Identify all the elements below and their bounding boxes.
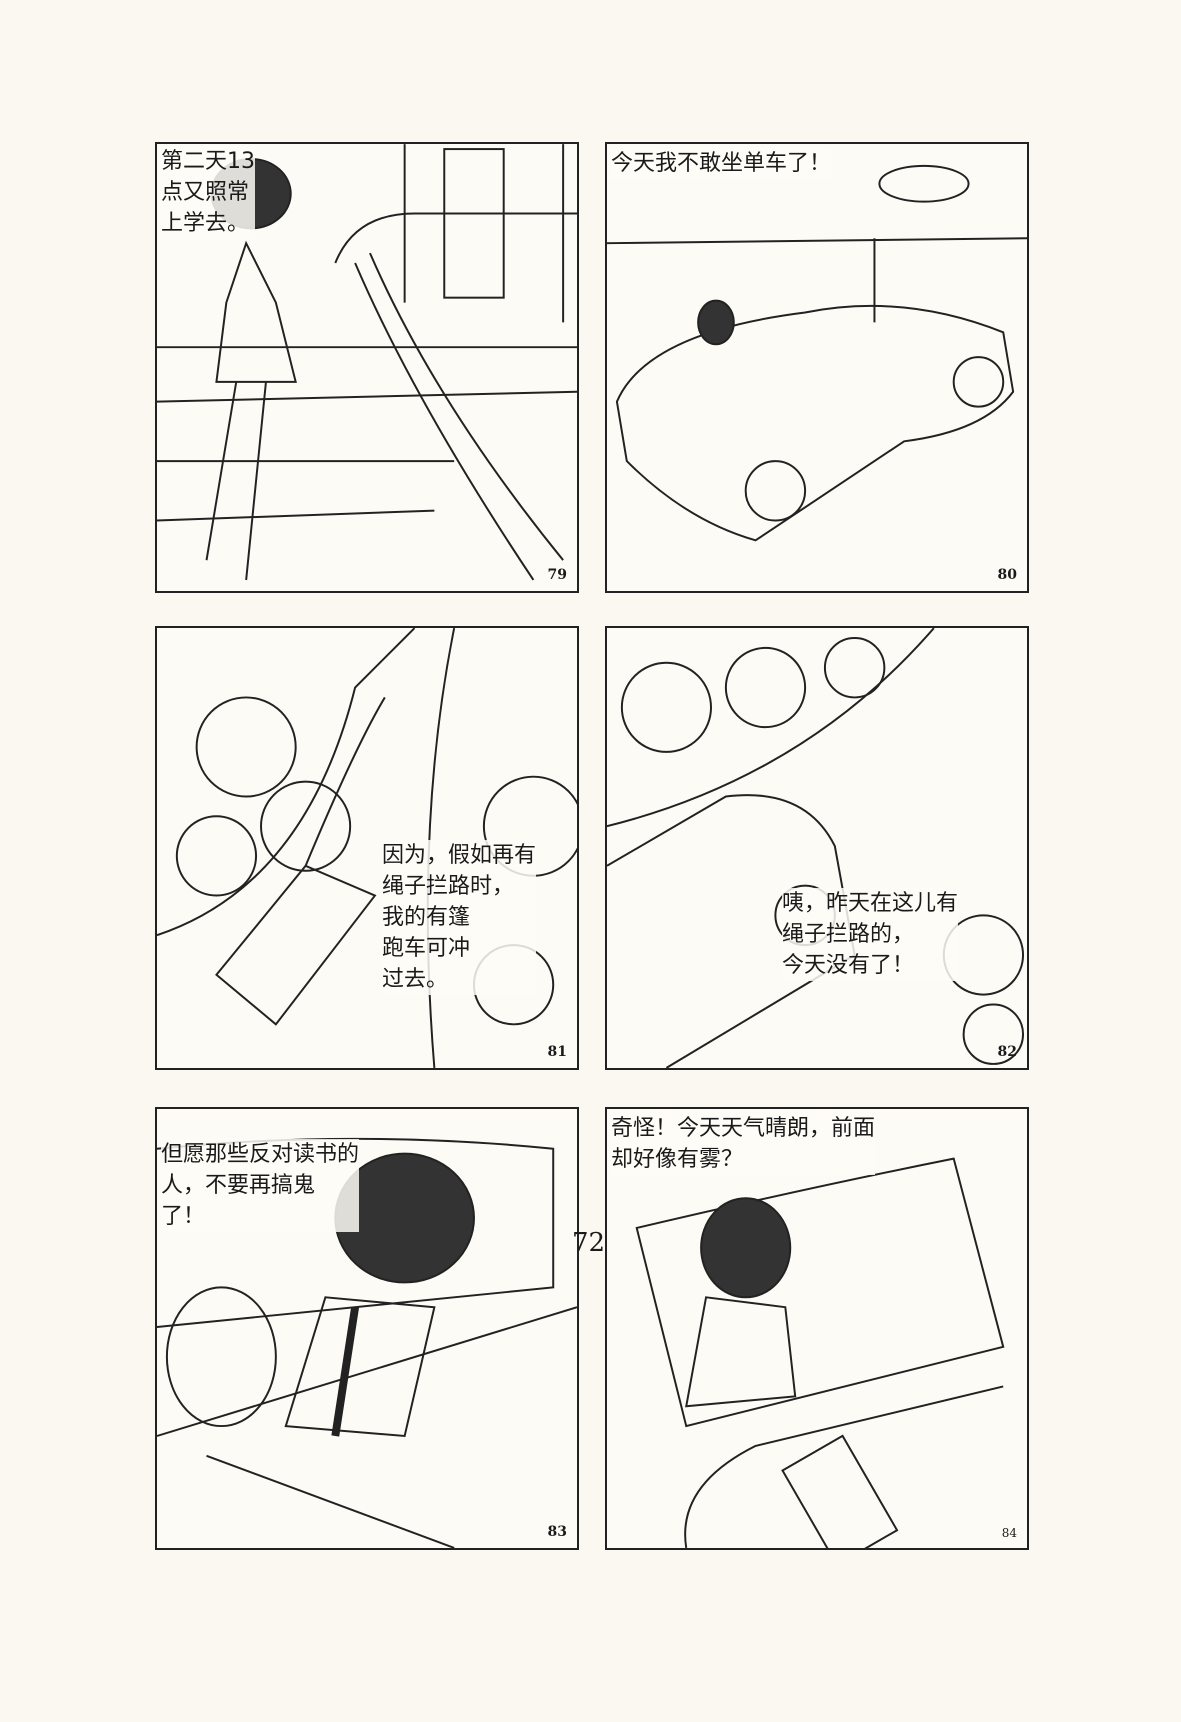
panel-caption: 咦，昨天在这儿有 绳子拦路的， 今天没有了！ xyxy=(782,888,959,981)
panel-number: 82 xyxy=(997,1044,1017,1060)
girl-driving-illustration xyxy=(157,1137,577,1548)
comic-panel-80: 今天我不敢坐单车了！ 80 xyxy=(605,142,1029,593)
panel-number: 81 xyxy=(547,1044,567,1060)
panel-number: 83 xyxy=(547,1524,567,1540)
panel-caption: 因为，假如再有 绳子拦路时， 我的有篷 跑车可冲 过去。 xyxy=(382,840,537,995)
comic-panel-79: 第二天13 点又照常 上学去。 79 xyxy=(155,142,579,593)
panel-number: 79 xyxy=(547,567,567,583)
staircase-girl-illustration xyxy=(157,144,577,581)
panel-caption: 但愿那些反对读书的 人，不要再搞鬼 了！ xyxy=(161,1139,360,1232)
car-windshield-illustration xyxy=(635,1157,1005,1548)
comic-panel-81: 因为，假如再有 绳子拦路时， 我的有篷 跑车可冲 过去。 81 xyxy=(155,626,579,1070)
comic-panel-82: 咦，昨天在这儿有 绳子拦路的， 今天没有了！ 82 xyxy=(605,626,1029,1070)
panel-caption: 奇怪！今天天气晴朗，前面 却好像有雾？ xyxy=(611,1113,876,1175)
comic-panel-84: 奇怪！今天天气晴朗，前面 却好像有雾？ 84 xyxy=(605,1107,1029,1550)
panel-caption: 今天我不敢坐单车了！ xyxy=(611,148,832,179)
car-passing-trees-illustration xyxy=(607,628,1025,1068)
sports-car-illustration xyxy=(607,164,1027,542)
panel-caption: 第二天13 点又照常 上学去。 xyxy=(161,146,255,239)
panel-number: 80 xyxy=(997,567,1017,583)
panel-number: 84 xyxy=(1001,1526,1017,1540)
comic-panel-83: 但愿那些反对读书的 人，不要再搞鬼 了！ 83 xyxy=(155,1107,579,1550)
page-number: 72 xyxy=(572,1228,606,1258)
